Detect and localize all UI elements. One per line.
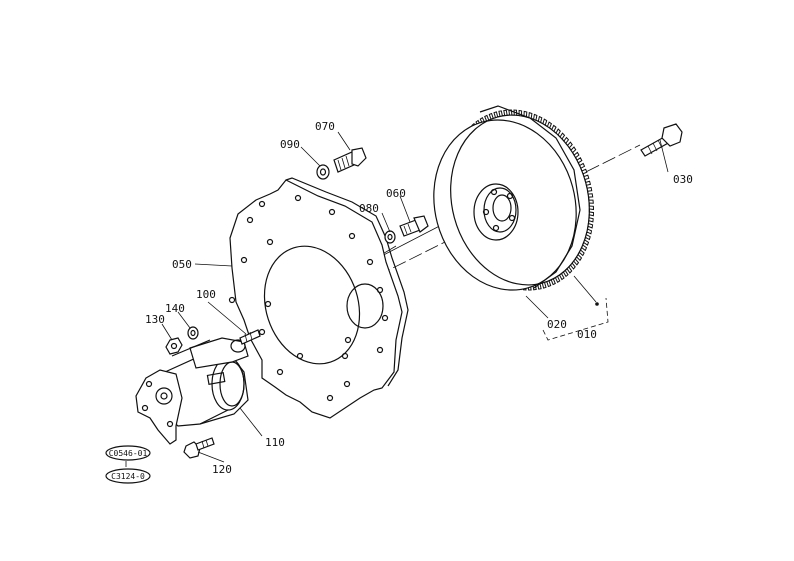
washer-080: [384, 230, 396, 244]
part-label: 080: [359, 202, 379, 215]
nut-130: [165, 337, 183, 355]
part-label: 100: [196, 288, 216, 301]
part-label: 050: [172, 258, 192, 271]
part-label: 030: [673, 173, 693, 186]
flywheel-housing-plate: [228, 177, 409, 419]
bolt-030: [640, 123, 683, 157]
reference-tag-label: C3124-0: [111, 472, 145, 481]
reference-tags: C0546-01 C3124-0: [105, 445, 151, 484]
part-label: 010: [577, 328, 597, 341]
part-label: 110: [265, 436, 285, 449]
part-label: 120: [212, 463, 232, 476]
stud-100: [239, 329, 261, 345]
plate-bolt-holes: [228, 194, 389, 402]
part-label: 070: [315, 120, 335, 133]
bolt-120: [183, 437, 215, 459]
bolt-060: [399, 215, 429, 237]
part-label: 130: [145, 313, 165, 326]
flywheel-ring-gear: [433, 105, 595, 291]
part-labels: 010 020 030 050 060 070 080 090 100 110 …: [145, 120, 693, 476]
starter-motor: [135, 337, 249, 445]
reference-tag-label: C0546-01: [109, 449, 148, 458]
bolt-070: [333, 147, 367, 173]
hub-bolt-holes: [482, 188, 516, 232]
part-label: 140: [165, 302, 185, 315]
leader-lines: [125, 131, 669, 467]
washer-140: [187, 326, 199, 340]
washer-090: [316, 164, 330, 180]
part-label: 060: [386, 187, 406, 200]
part-label: 090: [280, 138, 300, 151]
part-label: 020: [547, 318, 567, 331]
